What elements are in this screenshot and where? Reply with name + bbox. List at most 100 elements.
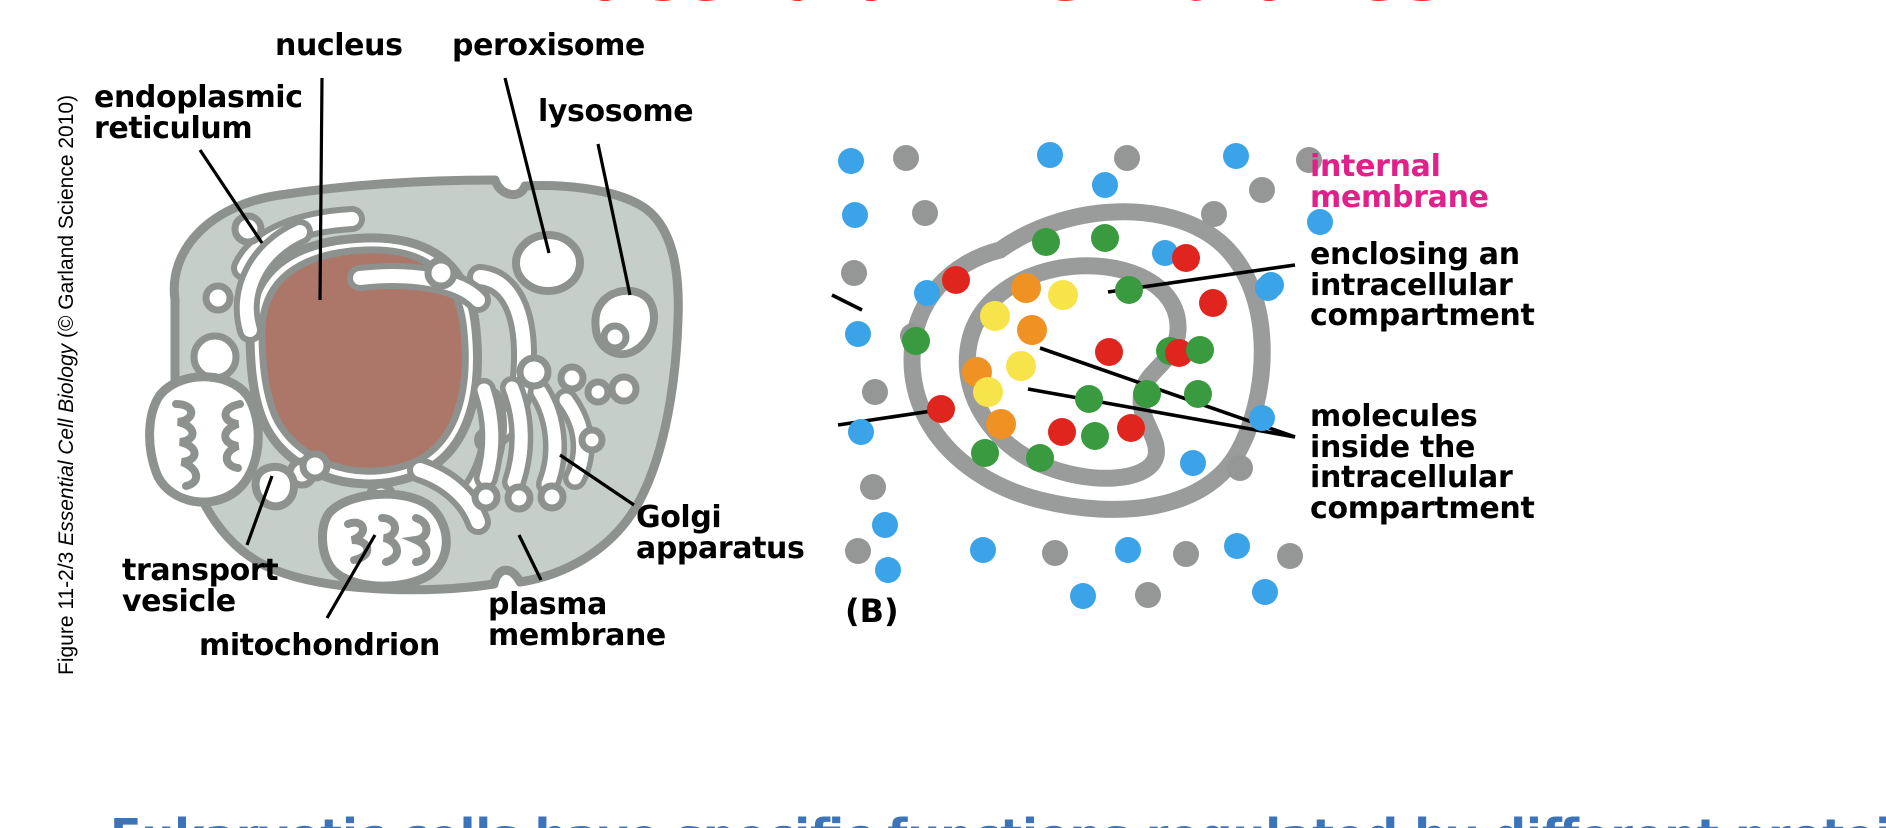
leader-mitochondrion (325, 534, 377, 619)
molecule-dot-outside-blue (1224, 533, 1250, 559)
molecule-dot-outside-gray (1201, 201, 1227, 227)
label-endoplasmic-reticulum: endoplasmic reticulum (94, 80, 303, 146)
molecule-dot-outside-blue (914, 280, 940, 306)
molecule-dot-outside-blue (872, 512, 898, 538)
label-transport-vesicle: transport vesicle (122, 553, 279, 619)
molecule-dot-outside-blue (1255, 275, 1281, 301)
molecule-dot-outside-gray (1296, 147, 1322, 173)
er-vesicle-4 (424, 256, 458, 290)
molecule-dot-outside-blue (838, 148, 864, 174)
molecule-dot-outside-blue (1249, 405, 1275, 431)
label-internal-membrane: internal membrane (1310, 149, 1489, 215)
slide-subtitle: Eukaryotic cells have specific functions… (110, 811, 1886, 828)
molecule-dot-outside-blue (1115, 537, 1141, 563)
molecule-dot-inner-orange (1011, 273, 1041, 303)
label-nucleus: nucleus (275, 28, 403, 63)
molecule-dot-compartment-red (1165, 339, 1193, 367)
molecule-dot-outside-blue (1070, 583, 1096, 609)
molecule-dot-compartment-green (1115, 276, 1143, 304)
molecule-dot-outside-blue (1152, 240, 1178, 266)
leader-golgi (559, 453, 635, 507)
molecule-dot-compartment-red (1172, 244, 1200, 272)
label-peroxisome: peroxisome (452, 28, 645, 63)
molecule-dot-outside-blue (1223, 143, 1249, 169)
leader-endoplasmic-reticulum (198, 149, 264, 244)
molecule-dot-compartment-green (1091, 224, 1119, 252)
molecule-dot-outside-blue (1180, 450, 1206, 476)
molecule-dot-compartment-green (971, 439, 999, 467)
molecule-dot-outside-blue (1092, 172, 1118, 198)
label-molecules-inside: molecules inside the intracellular compa… (1310, 399, 1535, 526)
leader-transport-vesicle (245, 475, 274, 546)
leader-peroxisome (503, 77, 551, 254)
molecule-dot-outside-blue (970, 537, 996, 563)
molecule-dot-compartment-red (942, 266, 970, 294)
peroxisome-shape (512, 231, 584, 295)
leader-nucleus (318, 77, 324, 301)
molecule-dot-compartment-red (927, 395, 955, 423)
leader-plasma-membrane (517, 534, 543, 581)
outer-membrane-shape (903, 203, 1271, 518)
molecule-dot-outside-gray (1277, 543, 1303, 569)
dots-outside-group (838, 142, 1333, 609)
nucleus-shape (258, 246, 469, 475)
molecule-dot-compartment-green (1184, 380, 1212, 408)
molecule-dot-outside-gray (845, 538, 871, 564)
leader-stray-1 (831, 293, 863, 312)
molecule-dot-outside-gray (1173, 541, 1199, 567)
leader-lysosome (596, 143, 632, 296)
label-lysosome: lysosome (538, 94, 694, 129)
molecule-dot-compartment-red (1117, 414, 1145, 442)
molecule-dot-compartment-red (1095, 338, 1123, 366)
label-plasma-membrane: plasma membrane (488, 587, 666, 653)
molecule-dot-outside-gray (1114, 145, 1140, 171)
er-vesicle-1 (231, 212, 265, 246)
molecule-dot-compartment-green (1186, 336, 1214, 364)
page-title: intracellular membranes (0, 0, 1886, 12)
molecule-dot-outside-gray (1227, 455, 1253, 481)
dots-compartment-group (902, 224, 1227, 472)
molecule-dot-compartment-green (1081, 422, 1109, 450)
label-mitochondrion: mitochondrion (199, 628, 440, 663)
molecule-dot-outside-blue (842, 202, 868, 228)
molecule-dot-outside-gray (1249, 177, 1275, 203)
molecule-dot-outside-gray (912, 200, 938, 226)
molecule-dot-inner-yellow (1048, 280, 1078, 310)
molecule-dot-inner-orange (986, 409, 1016, 439)
molecule-dot-outside-blue (1037, 142, 1063, 168)
molecule-dot-compartment-green (1133, 380, 1161, 408)
molecule-dot-compartment-red (1048, 418, 1076, 446)
er-vesicle-3 (202, 282, 234, 314)
leader-molecules-2 (1027, 387, 1296, 439)
molecule-dot-outside-gray (893, 145, 919, 171)
er-lumen-2 (239, 225, 307, 337)
label-enclosing-compartment: enclosing an intracellular compartment (1310, 237, 1535, 334)
molecule-dot-inner-orange (1017, 315, 1047, 345)
molecule-dot-inner-yellow (973, 377, 1003, 407)
molecule-dot-outside-blue (875, 557, 901, 583)
label-golgi-apparatus: Golgi apparatus (636, 500, 805, 566)
molecule-dot-compartment-green (1075, 385, 1103, 413)
molecule-dot-compartment-green (1026, 444, 1054, 472)
molecule-dot-outside-blue (845, 321, 871, 347)
molecule-dot-outside-blue (1307, 209, 1333, 235)
molecule-dot-outside-gray (1042, 540, 1068, 566)
molecule-dot-compartment-green (902, 327, 930, 355)
molecule-dot-outside-gray (862, 379, 888, 405)
internal-membrane-shape (958, 257, 1187, 487)
panel-b-letter: (B) (845, 592, 899, 630)
molecule-dot-outside-blue (1252, 579, 1278, 605)
molecule-dot-compartment-green (1032, 228, 1060, 256)
molecule-dot-outside-gray (841, 260, 867, 286)
molecule-dot-outside-gray (1135, 582, 1161, 608)
mitochondrion-shape-1 (145, 372, 263, 507)
golgi-apparatus-shape (471, 322, 640, 513)
molecule-dot-compartment-red (1199, 289, 1227, 317)
mitochondrion-shape-2 (318, 489, 451, 591)
er-lumen-6 (413, 463, 485, 529)
molecule-dot-outside-blue (848, 419, 874, 445)
dots-inner-group (962, 273, 1078, 439)
leader-lines-panel-a (198, 77, 635, 619)
